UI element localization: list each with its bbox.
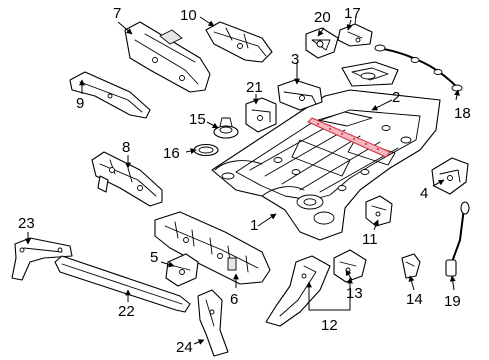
part-10-reinforcement[interactable] — [205, 21, 273, 63]
rear-floor-pan[interactable] — [211, 61, 441, 241]
callout-3: 3 — [291, 51, 299, 68]
callout-23: 23 — [18, 215, 35, 232]
part-6-rear-panel[interactable] — [154, 211, 271, 285]
part-20-bracket[interactable] — [305, 27, 339, 59]
callout-17: 17 — [344, 5, 361, 22]
part-21-bracket[interactable] — [245, 97, 277, 133]
part-23-bracket[interactable] — [11, 237, 73, 281]
callout-11: 11 — [362, 231, 378, 248]
floor-cross-seam-highlight — [307, 117, 391, 158]
part-5-bracket[interactable] — [165, 253, 199, 287]
part-16-ring[interactable] — [193, 143, 219, 157]
callout-9: 9 — [76, 95, 84, 112]
part-8-side-member[interactable] — [91, 151, 163, 207]
part-14-clip[interactable] — [401, 253, 421, 279]
callout-labels: 1 2 3 4 5 6 7 8 9 10 11 12 13 14 15 16 1… — [18, 5, 471, 356]
callout-24: 24 — [176, 339, 193, 356]
part-7-cross-member[interactable] — [124, 21, 211, 93]
callout-6: 6 — [230, 291, 238, 308]
callout-16: 16 — [163, 145, 180, 162]
part-17-bracket[interactable] — [337, 15, 373, 47]
callout-8: 8 — [122, 139, 130, 156]
callout-21: 21 — [246, 79, 263, 96]
callout-1: 1 — [250, 217, 258, 234]
part-24-bracket[interactable] — [197, 289, 229, 357]
callout-14: 14 — [406, 291, 423, 308]
part-18-seal-strap[interactable] — [374, 44, 463, 92]
leader-lines — [25, 16, 460, 345]
callout-7: 7 — [113, 5, 121, 22]
callout-15: 15 — [189, 111, 206, 128]
part-4-bracket[interactable] — [431, 157, 469, 195]
part-22-bar[interactable] — [54, 255, 191, 313]
part-15-grommet[interactable] — [213, 117, 239, 139]
callout-5: 5 — [150, 249, 158, 266]
callout-4: 4 — [420, 185, 428, 202]
callout-10: 10 — [180, 7, 197, 24]
callout-19: 19 — [444, 293, 461, 310]
callout-13: 13 — [346, 285, 363, 302]
callout-18: 18 — [454, 105, 471, 122]
callout-12: 12 — [321, 317, 338, 334]
part-11-bracket[interactable] — [365, 195, 393, 227]
part-19-rod[interactable] — [445, 201, 470, 277]
part-12-lower-side-member[interactable] — [265, 255, 331, 327]
callout-2: 2 — [392, 89, 400, 106]
callout-20: 20 — [314, 9, 331, 26]
callout-22: 22 — [118, 303, 135, 320]
part-9-side-rail[interactable] — [69, 71, 151, 119]
